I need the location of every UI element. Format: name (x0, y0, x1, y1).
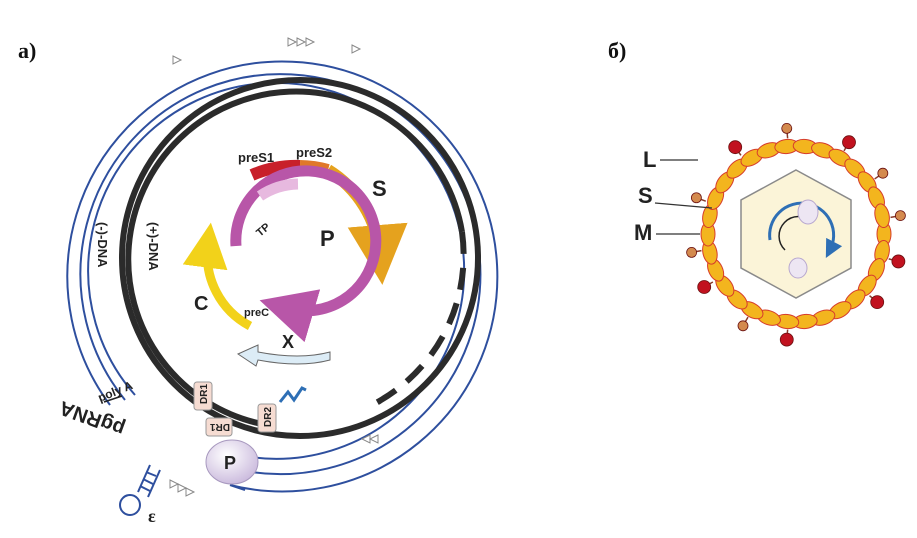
p-gene-label: P (320, 226, 335, 251)
pres2-label: preS2 (296, 145, 332, 160)
l-protein-knob (728, 140, 743, 155)
s-protein-label: S (638, 183, 653, 208)
m-protein-knob (894, 210, 906, 221)
pres1-label: preS1 (238, 150, 274, 165)
dna-strands (119, 77, 481, 439)
rna-direction-markers (169, 37, 379, 497)
envelope-ring (686, 123, 906, 347)
panel-b-label: б) (608, 38, 627, 63)
rna-primer-zigzag (278, 386, 307, 403)
virion-polymerase-2 (788, 257, 808, 279)
svg-text:DR1: DR1 (210, 421, 230, 432)
prec-label: preC (244, 307, 269, 319)
dr1-box: DR1 (193, 381, 213, 411)
plus-dna-strand (125, 88, 465, 427)
dr2-box: DR2 (257, 403, 277, 433)
svg-text:DR2: DR2 (263, 407, 274, 427)
c-gene-label: C (194, 293, 208, 315)
pgrna-label: pgRNA (57, 396, 128, 440)
l-protein-label: L (643, 147, 656, 172)
l-protein-knob (697, 280, 712, 294)
c-gene-arc (182, 222, 253, 330)
x-gene-arrow (236, 344, 331, 367)
m-protein-knob (877, 167, 889, 179)
x-gene-label: X (282, 332, 294, 352)
virion-polymerase-1 (797, 199, 819, 225)
p-arc (230, 165, 382, 343)
l-protein-knob (870, 295, 885, 310)
tp-label: TP (254, 221, 272, 239)
dr1-inner-box: DR1 (205, 417, 233, 437)
polymerase-ellipse: P (205, 439, 259, 485)
envelope-lipid (874, 203, 890, 229)
m-protein-label: M (634, 220, 652, 245)
svg-text:DR1: DR1 (199, 384, 210, 404)
plus-dna-group (125, 88, 467, 427)
rna-strand-2 (79, 73, 482, 476)
epsilon-stem-loop (119, 464, 161, 516)
minus-dna-strand (119, 77, 481, 439)
poly-a-label: poly A (96, 378, 135, 405)
plus-dna-label: (+)-DNA (146, 222, 161, 271)
s-gene-label: S (372, 176, 387, 201)
l-protein-knob (779, 332, 794, 347)
p-gene-arc (230, 165, 382, 343)
l-protein-knob (891, 254, 906, 269)
minus-dna-label: (-)-DNA (95, 222, 110, 268)
m-protein-knob (737, 320, 749, 332)
virion (686, 123, 906, 347)
poly-a-mark (103, 395, 123, 403)
c-arc (182, 222, 253, 330)
epsilon-label: ε (148, 506, 156, 526)
s-pointer (654, 202, 713, 209)
capsid-hexagon (740, 169, 852, 299)
l-protein-knob (842, 135, 856, 150)
m-protein-knob (690, 192, 702, 204)
plus-dna-dashed (370, 231, 467, 408)
tp-highlight (256, 178, 299, 201)
svg-text:P: P (224, 453, 236, 473)
m-protein-knob (781, 123, 793, 134)
panel-a-label: а) (18, 38, 37, 63)
pgrna-strand (66, 60, 499, 493)
m-protein-knob (686, 247, 698, 258)
